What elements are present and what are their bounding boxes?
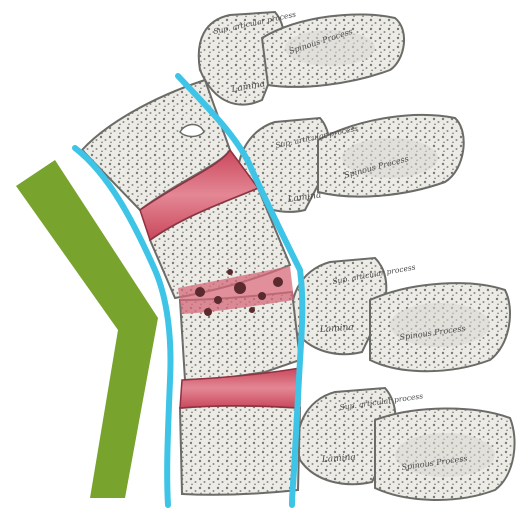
vertebral-body-4 [180, 406, 300, 495]
alignment-bracket [16, 160, 158, 498]
